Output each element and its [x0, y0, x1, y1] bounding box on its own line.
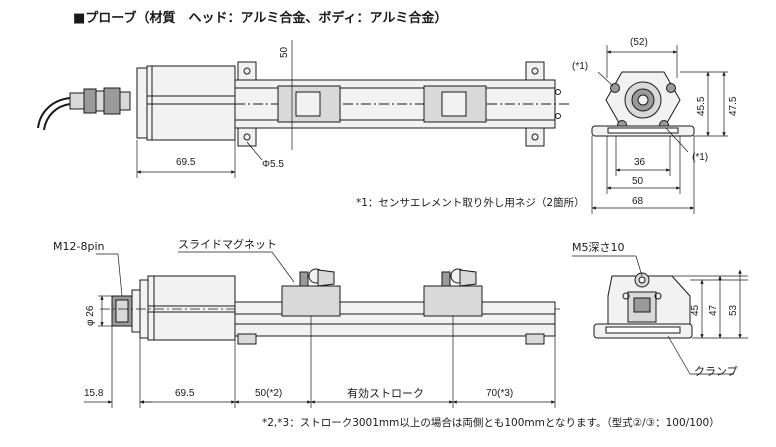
dim-53: 53: [728, 304, 739, 316]
title-square-mark: ■: [73, 11, 86, 26]
footnote-2-3: *2,*3：ストローク3001mm以上の場合は両側とも100mmとなります。（型…: [262, 417, 720, 429]
dim-47: 47: [708, 304, 719, 316]
dim-70-star3: 70(*3): [486, 388, 514, 399]
end-view-bottom: [572, 255, 748, 375]
dim-47-5: 47.5: [728, 96, 739, 116]
dim-52: (52): [630, 37, 648, 48]
dim-effective-stroke: 有効ストローク: [347, 387, 424, 400]
mark-1-right: (*1): [692, 152, 709, 163]
dim-50-vertical: 50: [279, 46, 290, 58]
title-text: プローブ（材質 ヘッド：アルミ合金、ボディ：アルミ合金）: [85, 11, 448, 26]
dim-phi-5-5: Φ5.5: [262, 159, 284, 170]
dim-69-5-side: 69.5: [175, 388, 195, 399]
dim-50-end: 50: [632, 176, 644, 187]
probe-top-view: [37, 40, 570, 178]
probe-side-view: [84, 251, 560, 408]
dim-50-star2: 50(*2): [255, 388, 283, 399]
dim-68: 68: [632, 196, 644, 207]
mark-1-left: (*1): [572, 61, 589, 72]
dim-phi-26: φ 26: [85, 305, 96, 326]
label-m12-8pin: M12-8pin: [53, 240, 105, 253]
footnote-1: *1：センサエレメント取り外し用ネジ（2箇所）: [356, 197, 585, 209]
dim-15-8: 15.8: [84, 388, 104, 399]
end-view-top: [591, 45, 728, 214]
page-title: ■プローブ（材質 ヘッド：アルミ合金、ボディ：アルミ合金）: [73, 12, 447, 25]
dim-36: 36: [634, 157, 646, 168]
label-m5-depth: M5深さ10: [572, 241, 625, 254]
label-clamp: クランプ: [694, 365, 738, 378]
dim-45: 45: [690, 304, 701, 316]
label-slide-magnet: スライドマグネット: [178, 238, 277, 251]
dim-45-5: 45.5: [696, 96, 707, 116]
dim-69-5-top: 69.5: [176, 157, 196, 168]
